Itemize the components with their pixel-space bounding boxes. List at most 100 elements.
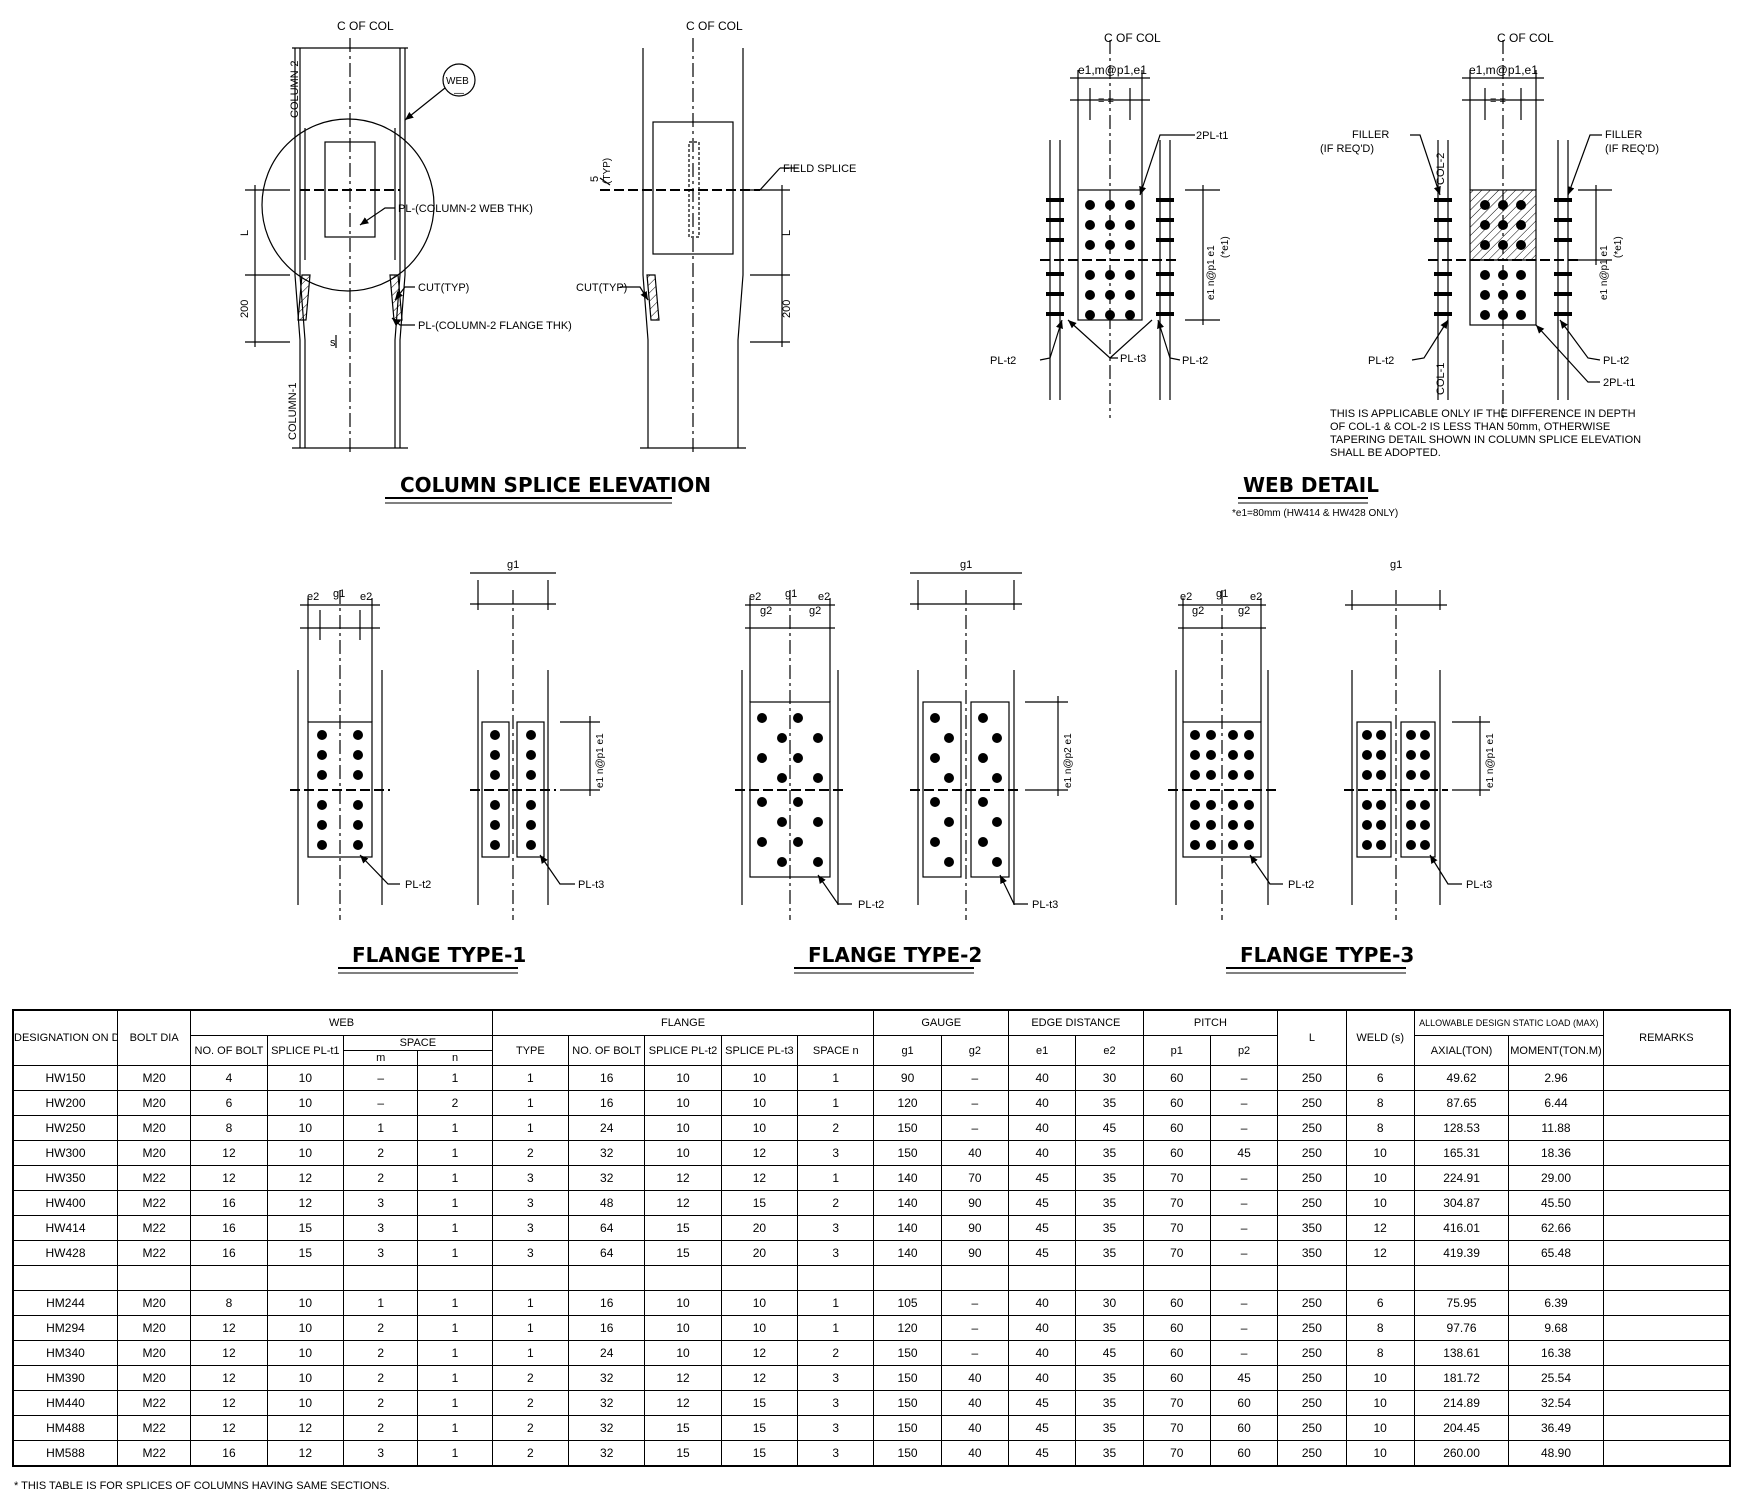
table-cell [342,1265,419,1291]
hdr-allowable: ALLOWABLE DESIGN STATIC LOAD (MAX) [1413,1009,1604,1036]
table-cell: 45 [1209,1365,1279,1391]
ft3-pl-t2: PL-t2 [1288,879,1314,891]
table-cell: 32.54 [1508,1390,1604,1416]
table-cell: 3 [797,1365,875,1391]
table-cell: 10 [266,1065,345,1091]
table-cell: 32 [568,1140,646,1166]
table-cell: 40 [1008,1065,1077,1091]
table-cell: 181.72 [1413,1365,1510,1391]
table-cell: M22 [116,1440,192,1467]
hdr-axial: AXIAL(TON) [1413,1035,1510,1066]
table-cell: 45 [1008,1240,1077,1266]
table-cell: 16 [190,1190,268,1216]
ft3-g2-b: g2 [1238,605,1250,617]
table-cell: 8 [1345,1315,1415,1341]
table-cell: 2 [491,1415,570,1441]
hdr-bolt-dia: BOLT DIA [116,1009,192,1066]
table-cell: 40 [940,1140,1010,1166]
table-cell: 60 [1142,1065,1211,1091]
table-cell: 3 [342,1440,419,1467]
table-cell: 16 [568,1065,646,1091]
table-cell: 6.39 [1508,1290,1604,1316]
ft2-g1: g1 [785,588,797,600]
table-cell [1277,1265,1347,1291]
table-cell: 15 [644,1215,722,1241]
table-cell: – [1209,1165,1279,1191]
table-cell: 32 [568,1415,646,1441]
table-cell: 419.39 [1413,1240,1510,1266]
table-cell: 70 [1142,1165,1211,1191]
table-cell: 40 [1008,1315,1077,1341]
table-cell: 32 [568,1390,646,1416]
table-cell: 12 [644,1390,722,1416]
table-cell: – [1209,1290,1279,1316]
table-cell: 105 [873,1290,942,1316]
table-cell: 10 [266,1115,345,1141]
table-cell: 250 [1277,1165,1347,1191]
table-cell: 40 [940,1440,1010,1467]
table-cell: 150 [873,1365,942,1391]
table-cell: HW414 [12,1215,118,1241]
table-cell: 9.68 [1508,1315,1604,1341]
table-cell: M20 [116,1090,192,1116]
flange-type-1-bolts [317,730,536,850]
table-cell: HM294 [12,1315,118,1341]
table-cell [1602,1265,1731,1291]
table-cell: 40 [1008,1365,1077,1391]
flange-type-3-views [1168,590,1490,920]
table-cell: 350 [1277,1240,1347,1266]
web-spacing-2: e1,m@p1,e1 [1469,63,1538,77]
table-cell: 60 [1142,1140,1211,1166]
table-cell: 10 [266,1315,345,1341]
hdr-g1: g1 [873,1035,942,1066]
web-cl-label-2: C OF COL [1497,31,1554,45]
table-cell: 8 [190,1290,268,1316]
dim-typ: (TYP) [602,158,613,184]
table-cell: 48 [568,1190,646,1216]
elevation-title-block: COLUMN SPLICE ELEVATION [385,473,711,504]
table-cell: 60 [1142,1340,1211,1366]
table-row [12,1265,1731,1291]
dim-5: 5 [589,176,601,182]
table-cell: 16 [190,1240,268,1266]
table-cell: 15 [644,1240,722,1266]
table-cell: 60 [1209,1390,1279,1416]
table-cell: HM390 [12,1365,118,1391]
table-cell [797,1265,875,1291]
table-cell: HM488 [12,1415,118,1441]
table-cell [1602,1115,1731,1141]
table-cell: 12 [720,1365,799,1391]
hdr-pitch: PITCH [1142,1009,1279,1036]
table-cell: 30 [1075,1065,1144,1091]
table-cell: 10 [720,1290,799,1316]
table-cell: 6 [1345,1290,1415,1316]
table-cell: – [342,1090,419,1116]
table-cell: 90 [940,1190,1010,1216]
table-cell: M22 [116,1390,192,1416]
hdr-splice-t2: SPLICE PL-t2 [644,1035,722,1066]
table-cell: 60 [1209,1440,1279,1467]
table-cell: 15 [644,1415,722,1441]
table-cell: 45 [1008,1215,1077,1241]
table-cell [116,1265,192,1291]
hdr-web: WEB [190,1009,493,1036]
table-cell: HM340 [12,1340,118,1366]
table-cell: 70 [1142,1240,1211,1266]
table-cell: 10 [1345,1365,1415,1391]
table-cell [1075,1265,1144,1291]
table-cell: 3 [797,1415,875,1441]
table-cell: 140 [873,1190,942,1216]
table-cell: 3 [797,1240,875,1266]
table-cell: 12 [720,1340,799,1366]
ft3-pl-t3: PL-t3 [1466,879,1492,891]
ft2-g1-b: g1 [960,559,972,571]
table-cell: 12 [190,1315,268,1341]
table-cell: 250 [1277,1065,1347,1091]
table-cell: – [342,1065,419,1091]
table-cell: M20 [116,1290,192,1316]
table-cell: 1 [491,1065,570,1091]
table-cell: 12 [190,1140,268,1166]
